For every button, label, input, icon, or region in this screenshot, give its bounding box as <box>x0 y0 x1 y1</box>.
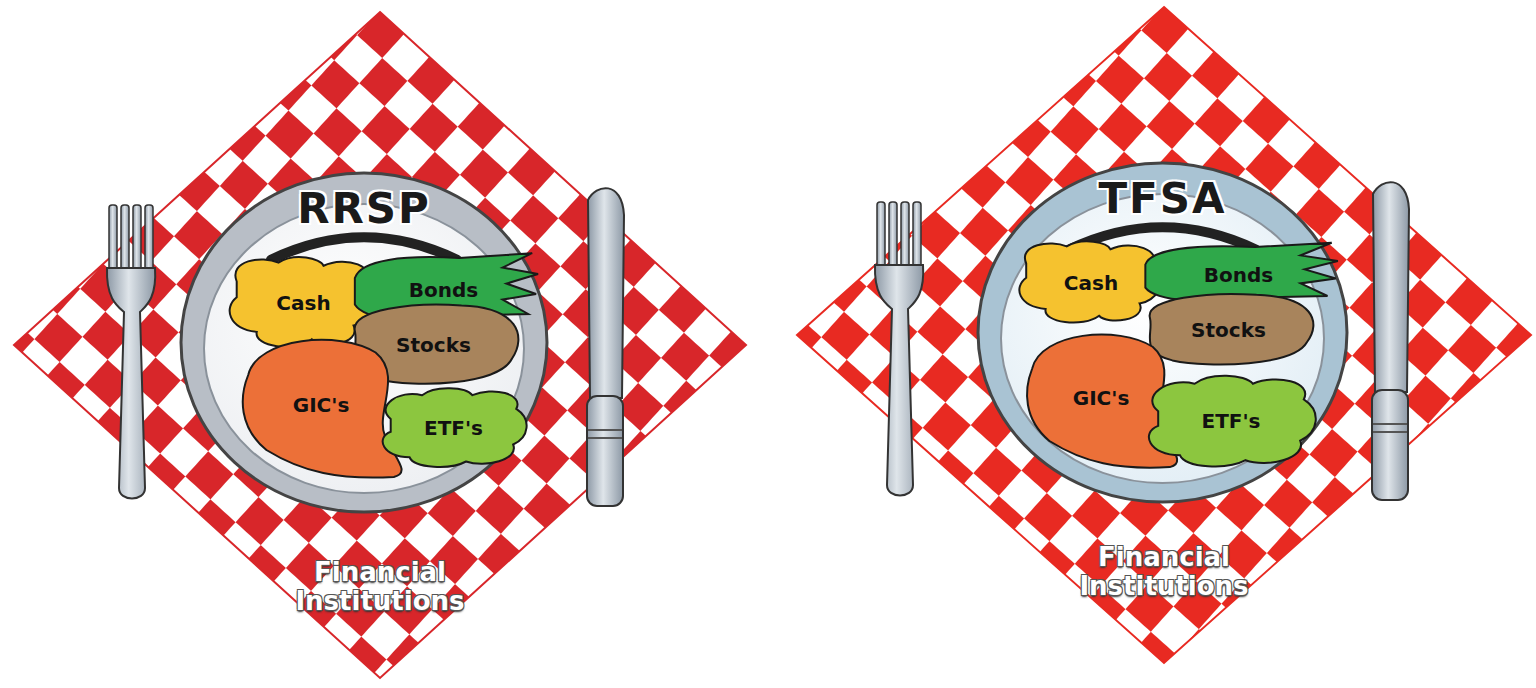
institution-label: Financial Institutions <box>1044 543 1284 600</box>
account-heading: TFSA <box>975 174 1350 223</box>
knife <box>587 188 624 506</box>
asset-label: GIC's <box>1015 386 1187 410</box>
stocks-food: Stocks <box>1135 290 1322 370</box>
fork <box>875 202 923 496</box>
etfs-food: ETF's <box>375 385 532 470</box>
asset-label: ETF's <box>375 416 532 440</box>
institution-label: Financial Institutions <box>260 558 500 615</box>
plate-node: TFSA CashBondsStocksGIC'sETF's <box>975 160 1350 505</box>
asset-label: GIC's <box>230 393 412 417</box>
fork <box>107 205 155 499</box>
asset-label: Bonds <box>1135 263 1342 287</box>
knife <box>1372 182 1409 500</box>
napkin-diamond <box>797 7 1531 663</box>
plate-node: RRSP CashBondsStocksGIC'sETF's <box>178 170 550 515</box>
asset-label: ETF's <box>1140 409 1322 433</box>
etfs-food: ETF's <box>1140 372 1322 470</box>
asset-label: Cash <box>220 291 387 315</box>
cash-food: Cash <box>1010 235 1172 330</box>
account-heading: RRSP <box>178 184 550 233</box>
gics-food: GIC's <box>230 330 412 480</box>
asset-label: Bonds <box>345 278 542 302</box>
napkin-diamond <box>14 12 746 678</box>
plate-center <box>1001 194 1324 483</box>
asset-label: Stocks <box>1135 318 1322 342</box>
asset-label: Cash <box>1010 271 1172 295</box>
asset-label: Stocks <box>340 333 527 357</box>
